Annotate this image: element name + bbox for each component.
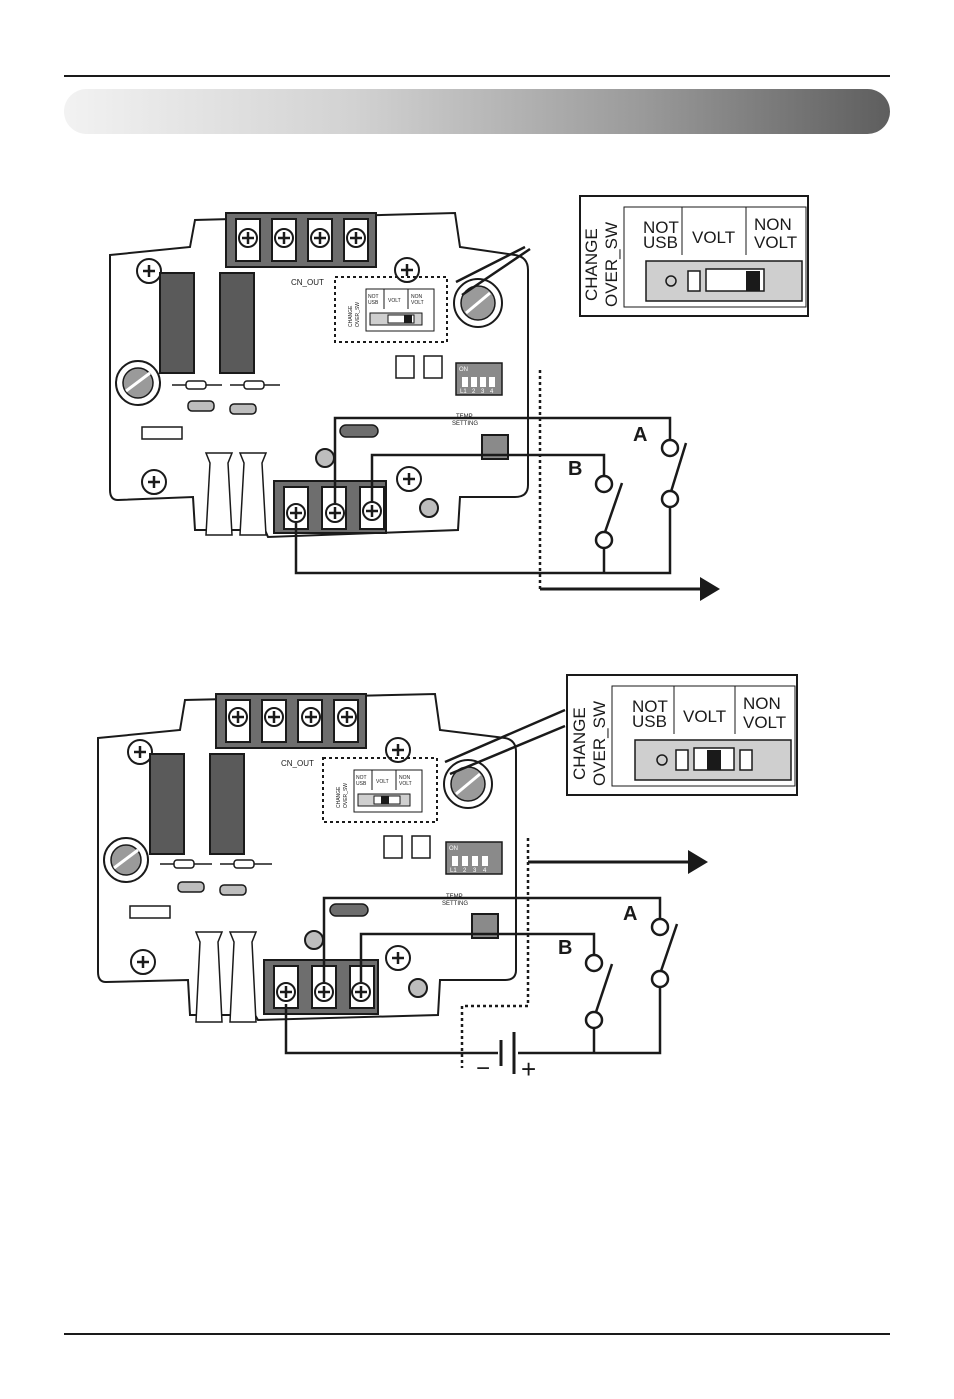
contact-a-label: A bbox=[623, 903, 637, 925]
top-terminal-block bbox=[215, 693, 367, 749]
potentiometer-left bbox=[115, 360, 161, 406]
wire-b-to-terminal bbox=[359, 932, 596, 982]
callout-not-usb-1: NOT bbox=[632, 697, 668, 716]
switch-callout-non-volt: NOT USB VOLT NON VOLT CHANGE OVER_SW bbox=[579, 195, 809, 317]
callout-not-usb-2: USB bbox=[643, 233, 678, 252]
switch-callout-volt: NOT USB VOLT NON VOLT CHANGE OVER_SW bbox=[566, 674, 798, 796]
svg-text:OVER_SW: OVER_SW bbox=[343, 783, 349, 808]
switch-b-arm bbox=[602, 482, 624, 536]
dip-number: 3 bbox=[473, 868, 477, 874]
top-terminal-block bbox=[225, 212, 377, 268]
relay-right bbox=[219, 272, 255, 374]
bottom-terminal-block bbox=[263, 959, 379, 1015]
callout-volt: VOLT bbox=[692, 228, 735, 247]
svg-text:NON: NON bbox=[399, 775, 411, 781]
dip-number: 2 bbox=[463, 868, 467, 874]
potentiometer-left bbox=[103, 837, 149, 883]
callout-volt: VOLT bbox=[683, 707, 726, 726]
dip-number: L1 bbox=[460, 389, 467, 395]
switch-b-arm bbox=[592, 963, 614, 1019]
switch-a-arm bbox=[658, 923, 679, 975]
dip-number: 4 bbox=[490, 389, 494, 395]
wire-a-to-terminal bbox=[322, 896, 662, 982]
cn-out-label: CN_OUT bbox=[291, 278, 324, 287]
board-outline bbox=[97, 692, 517, 1022]
battery-symbol bbox=[499, 1032, 516, 1074]
output-dotted-line bbox=[460, 838, 530, 1068]
callout-non-volt-2: VOLT bbox=[743, 713, 786, 732]
section-header-bar bbox=[64, 89, 890, 134]
callout-non-volt-1: NON bbox=[743, 694, 781, 713]
change-over-switch-highlight bbox=[322, 757, 438, 823]
svg-text:NOT: NOT bbox=[368, 294, 379, 300]
output-arrow-head bbox=[688, 850, 708, 874]
callout-non-volt-1: NON bbox=[754, 215, 792, 234]
contact-b-label: B bbox=[568, 458, 582, 480]
svg-text:VOLT: VOLT bbox=[388, 298, 401, 304]
dip-switch-on-label: ON bbox=[459, 367, 468, 373]
bottom-terminal-block bbox=[273, 480, 387, 534]
callout-not-usb-1: NOT bbox=[643, 218, 679, 237]
relay-right bbox=[209, 753, 245, 855]
potentiometer-right bbox=[453, 278, 503, 328]
svg-text:CHANGE: CHANGE bbox=[348, 305, 354, 327]
battery-plus-label: + bbox=[521, 1054, 536, 1084]
top-rule bbox=[64, 75, 890, 77]
callout-non-volt-2: VOLT bbox=[754, 233, 797, 252]
svg-text:VOLT: VOLT bbox=[411, 300, 424, 306]
callout-over-sw-label: OVER_SW bbox=[602, 222, 621, 307]
svg-text:OVER_SW: OVER_SW bbox=[355, 302, 361, 327]
dip-switch-on-label: ON bbox=[449, 846, 458, 852]
bottom-rule bbox=[64, 1333, 890, 1335]
svg-text:NON: NON bbox=[411, 294, 423, 300]
wire-common bbox=[284, 1004, 498, 1055]
wire-b-to-terminal bbox=[370, 453, 606, 503]
callout-change-label: CHANGE bbox=[570, 707, 589, 780]
callout-over-sw-label: OVER_SW bbox=[590, 701, 609, 786]
wire-a-to-terminal bbox=[333, 416, 672, 503]
relay-left bbox=[149, 753, 185, 855]
dip-number: 3 bbox=[481, 389, 485, 395]
contact-a-label: A bbox=[633, 424, 647, 446]
temp-setting-label-2: SETTING bbox=[452, 421, 478, 427]
relay-left bbox=[159, 272, 195, 374]
callout-not-usb-2: USB bbox=[632, 712, 667, 731]
wire-common bbox=[294, 507, 672, 575]
contact-b-label: B bbox=[558, 937, 572, 959]
svg-text:VOLT: VOLT bbox=[376, 779, 389, 785]
output-arrow-head bbox=[700, 577, 720, 601]
dip-number: 4 bbox=[483, 868, 487, 874]
svg-text:NOT: NOT bbox=[356, 775, 367, 781]
connector-to-switch bbox=[444, 708, 566, 776]
connector-to-switch bbox=[455, 245, 531, 297]
svg-text:USB: USB bbox=[368, 300, 379, 306]
callout-change-label: CHANGE bbox=[582, 228, 601, 301]
switch-a-arm bbox=[668, 442, 688, 496]
battery-minus-label: − bbox=[476, 1055, 490, 1082]
change-over-switch-highlight bbox=[334, 276, 448, 343]
temp-setting-label-2: SETTING bbox=[442, 901, 468, 907]
dip-number: L1 bbox=[450, 868, 457, 874]
svg-text:CHANGE: CHANGE bbox=[336, 786, 342, 808]
svg-text:USB: USB bbox=[356, 781, 367, 787]
dip-number: 2 bbox=[472, 389, 476, 395]
svg-text:VOLT: VOLT bbox=[399, 781, 412, 787]
cn-out-label: CN_OUT bbox=[281, 759, 314, 768]
